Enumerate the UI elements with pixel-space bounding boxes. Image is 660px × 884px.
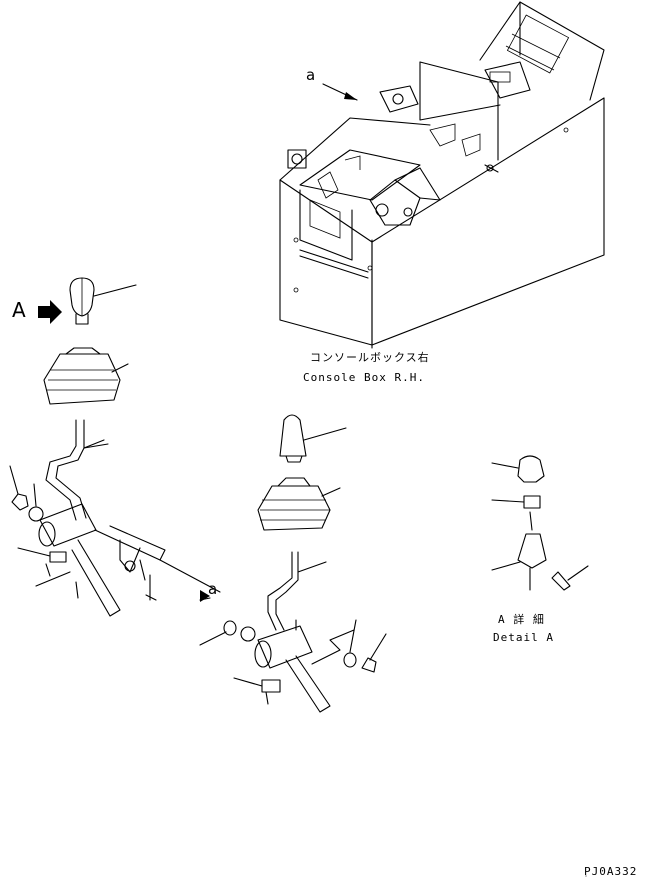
middle-lever-assembly	[199, 414, 387, 713]
console-box	[279, 1, 605, 346]
detail-a-jp-label: A 詳 細	[498, 613, 545, 626]
console-box-en-label: Console Box R.H.	[303, 371, 425, 384]
detail-a	[491, 455, 589, 591]
console-box-jp-label: コンソールボックス右	[310, 351, 430, 364]
right-block-arrow-icon	[38, 300, 62, 324]
drawing-code: PJ0A332	[584, 865, 638, 878]
view-a-label: A	[12, 298, 26, 322]
detail-a-en-label: Detail A	[493, 631, 554, 644]
arrow-a-bottom-label: a	[208, 580, 218, 598]
left-lever-assembly	[9, 277, 221, 617]
arrow-a-top-label: a	[306, 66, 316, 84]
